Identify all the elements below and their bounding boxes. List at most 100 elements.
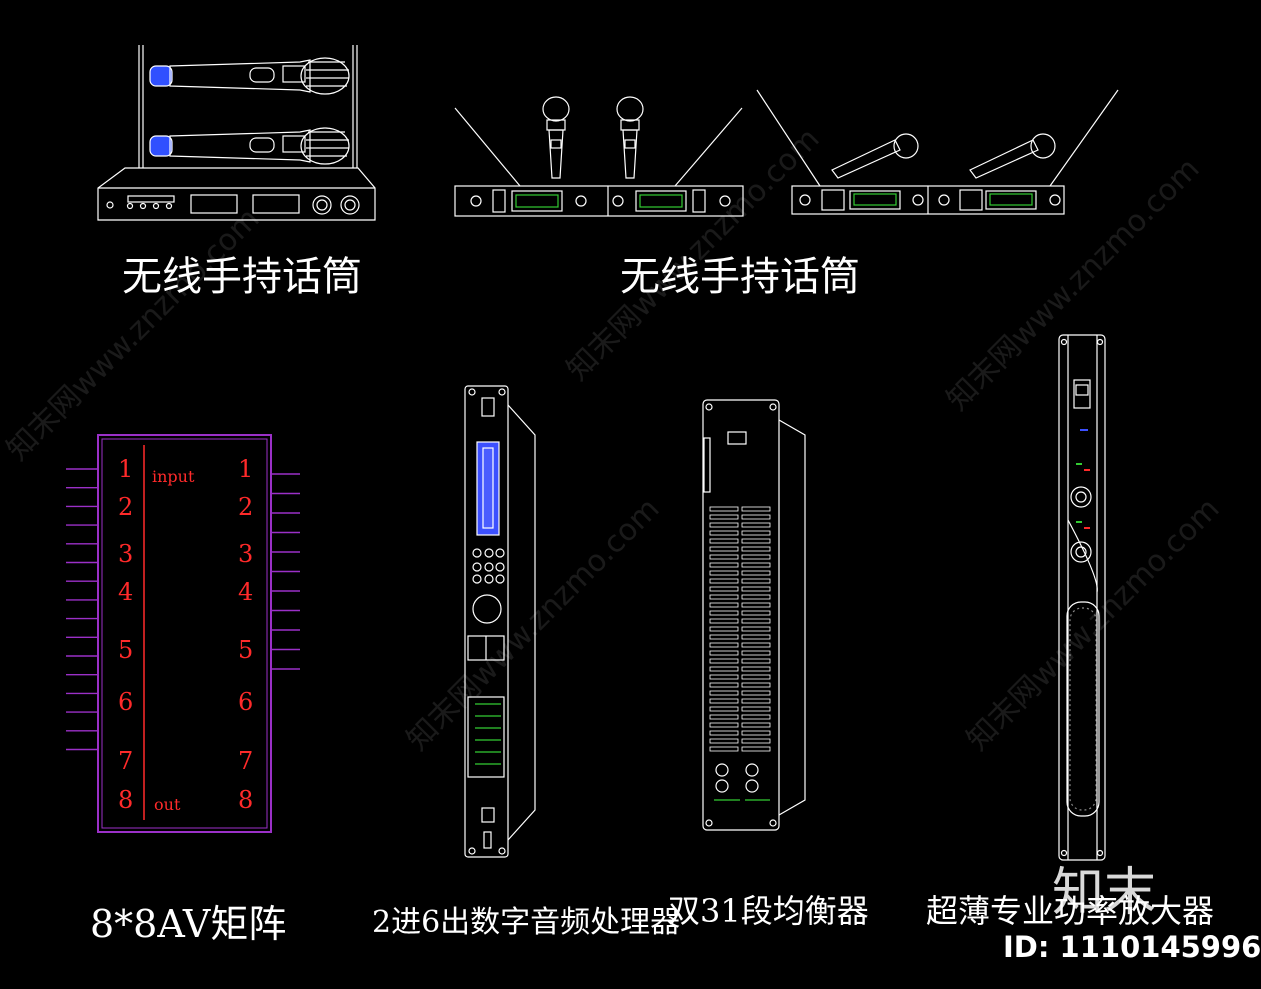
eq-band-slider	[741, 538, 771, 544]
eq-band-slider	[709, 738, 739, 744]
wireless-mic-receiver-1	[97, 45, 376, 221]
caption-equalizer: 双31段均衡器	[668, 892, 869, 930]
eq-band-slider	[709, 546, 739, 552]
eq-band-slider	[709, 722, 739, 728]
eq-band-slider	[709, 690, 739, 696]
eq-band-slider	[741, 738, 771, 744]
eq-band-slider	[709, 562, 739, 568]
eq-band-slider	[709, 674, 739, 680]
eq-band-slider	[741, 634, 771, 640]
eq-band-slider	[709, 610, 739, 616]
eq-band-slider	[741, 706, 771, 712]
eq-band-slider	[741, 626, 771, 632]
eq-band-slider	[741, 610, 771, 616]
watermark-id: ID: 1110145996	[1003, 930, 1261, 964]
matrix-input-number: 6	[118, 688, 134, 716]
eq-band-slider	[709, 642, 739, 648]
caption-wireless-mic-1: 无线手持话筒	[122, 254, 362, 300]
eq-band-slider	[709, 618, 739, 624]
handheld-mic-upright-left	[542, 96, 570, 179]
eq-band-slider	[709, 746, 739, 752]
handheld-mic-angled-right	[969, 133, 1056, 179]
digital-audio-processor	[464, 385, 536, 858]
matrix-input-number: 4	[118, 578, 134, 606]
av-matrix	[66, 434, 300, 833]
eq-band-slider	[741, 722, 771, 728]
eq-band-slider	[741, 666, 771, 672]
matrix-input-number: 5	[118, 636, 134, 664]
handheld-mic-angled-left	[831, 133, 919, 179]
watermark-logo: 知末	[1052, 863, 1157, 923]
eq-band-slider	[709, 570, 739, 576]
handheld-mic-top	[149, 57, 350, 95]
eq-band-slider	[741, 618, 771, 624]
eq-band-slider	[741, 658, 771, 664]
eq-band-slider	[709, 586, 739, 592]
eq-band-slider	[741, 642, 771, 648]
eq-band-slider	[709, 650, 739, 656]
eq-band-slider	[709, 698, 739, 704]
eq-band-slider	[709, 554, 739, 560]
eq-band-slider	[709, 530, 739, 536]
eq-band-slider	[709, 506, 739, 512]
eq-band-slider	[741, 698, 771, 704]
eq-band-slider	[741, 682, 771, 688]
eq-band-slider	[709, 634, 739, 640]
eq-band-slider	[741, 546, 771, 552]
eq-band-slider	[741, 594, 771, 600]
handheld-mic-upright-right	[616, 96, 644, 179]
matrix-input-number: 1	[118, 455, 134, 483]
matrix-output-number: 2	[238, 493, 254, 521]
eq-band-slider	[741, 586, 771, 592]
matrix-output-number: 4	[238, 578, 254, 606]
eq-band-slider	[709, 514, 739, 520]
matrix-output-number: 6	[238, 688, 254, 716]
eq-band-slider	[741, 690, 771, 696]
eq-band-slider	[709, 714, 739, 720]
matrix-input-number: 2	[118, 493, 134, 521]
eq-band-slider	[709, 706, 739, 712]
eq-band-slider	[709, 666, 739, 672]
dual-31-band-equalizer	[702, 399, 806, 831]
matrix-output-number: 3	[238, 540, 254, 568]
caption-power-amplifier: 超薄专业功率放大器	[926, 892, 1215, 930]
eq-band-slider	[709, 538, 739, 544]
eq-band-slider	[741, 602, 771, 608]
eq-band-slider	[741, 522, 771, 528]
eq-band-slider	[709, 602, 739, 608]
matrix-output-number: 8	[238, 786, 254, 814]
eq-band-slider	[741, 714, 771, 720]
eq-band-slider	[709, 730, 739, 736]
eq-band-slider	[709, 682, 739, 688]
eq-band-slider	[709, 594, 739, 600]
matrix-output-number: 7	[238, 747, 254, 775]
matrix-input-label: input	[152, 467, 195, 486]
matrix-input-number: 7	[118, 747, 134, 775]
eq-band-slider	[741, 650, 771, 656]
matrix-input-number: 8	[118, 786, 134, 814]
eq-band-slider	[741, 674, 771, 680]
caption-audio-processor: 2进6出数字音频处理器	[372, 905, 681, 940]
eq-band-slider	[741, 730, 771, 736]
eq-band-slider	[709, 658, 739, 664]
matrix-output-number: 1	[238, 455, 254, 483]
eq-band-slider	[741, 514, 771, 520]
eq-band-slider	[709, 578, 739, 584]
matrix-output-label: out	[154, 795, 181, 814]
caption-wireless-mic-2: 无线手持话筒	[620, 254, 860, 300]
eq-band-slider	[741, 578, 771, 584]
eq-band-slider	[709, 522, 739, 528]
eq-band-slider	[741, 746, 771, 752]
eq-band-slider	[709, 626, 739, 632]
matrix-input-number: 3	[118, 540, 134, 568]
eq-band-slider	[741, 554, 771, 560]
eq-band-slider	[741, 570, 771, 576]
caption-av-matrix: 8*8AV矩阵	[90, 902, 287, 946]
eq-band-slider	[741, 530, 771, 536]
processor-buttons	[472, 548, 505, 584]
matrix-output-number: 5	[238, 636, 254, 664]
eq-band-slider	[741, 562, 771, 568]
wireless-mic-receiver-2	[454, 89, 1119, 217]
slim-power-amplifier	[1058, 334, 1106, 861]
